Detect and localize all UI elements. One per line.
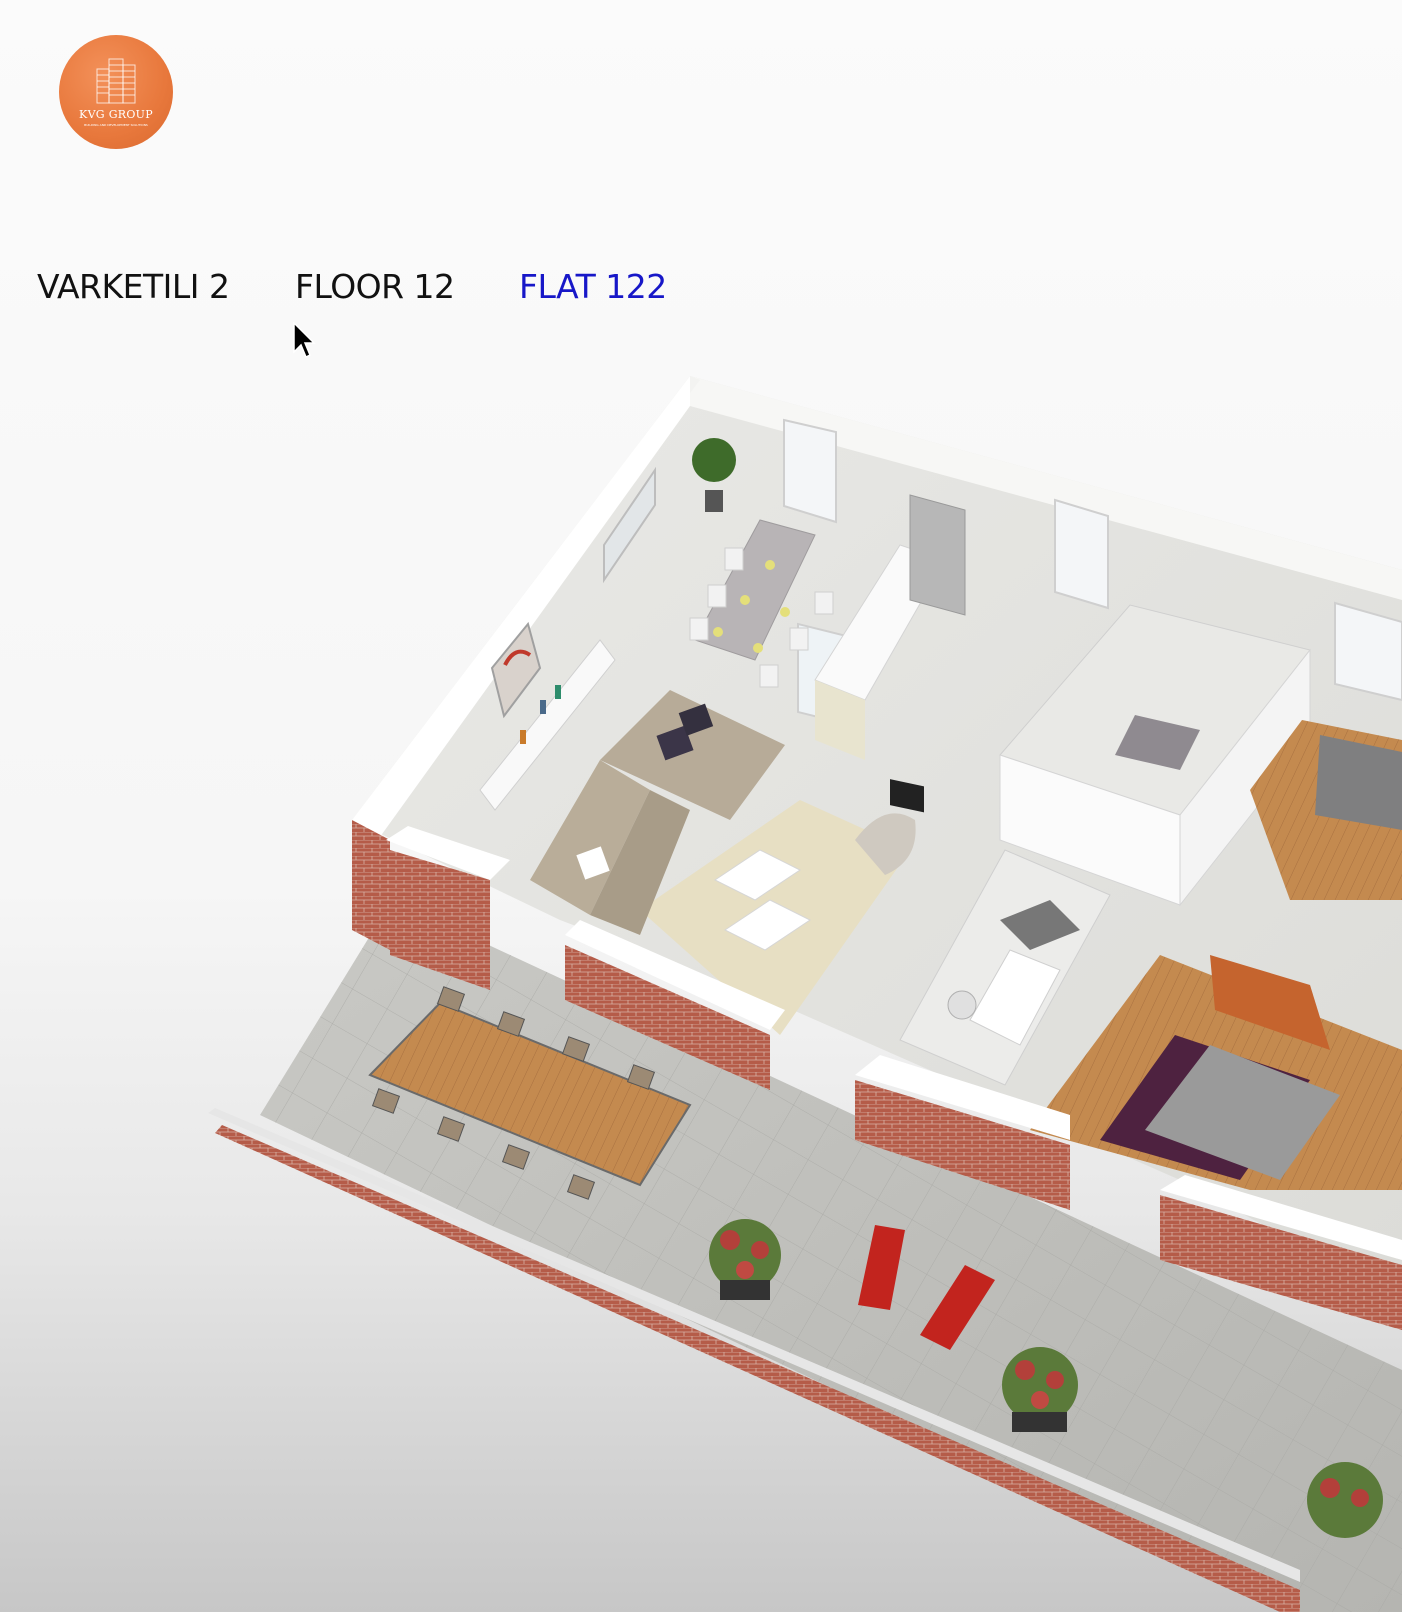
logo-name: KVG GROUP bbox=[79, 108, 153, 121]
buildings-icon bbox=[96, 58, 136, 104]
mouse-cursor-icon bbox=[293, 322, 316, 359]
breadcrumb-item-building[interactable]: VARKETILI 2 bbox=[37, 267, 230, 306]
breadcrumb-item-flat[interactable]: FLAT 122 bbox=[519, 267, 667, 306]
logo-tagline: BUILDING AND DEVELOPMENT SOLUTIONS bbox=[84, 123, 148, 127]
breadcrumb-item-floor[interactable]: FLOOR 12 bbox=[295, 267, 455, 306]
company-logo[interactable]: KVG GROUP BUILDING AND DEVELOPMENT SOLUT… bbox=[59, 35, 173, 149]
